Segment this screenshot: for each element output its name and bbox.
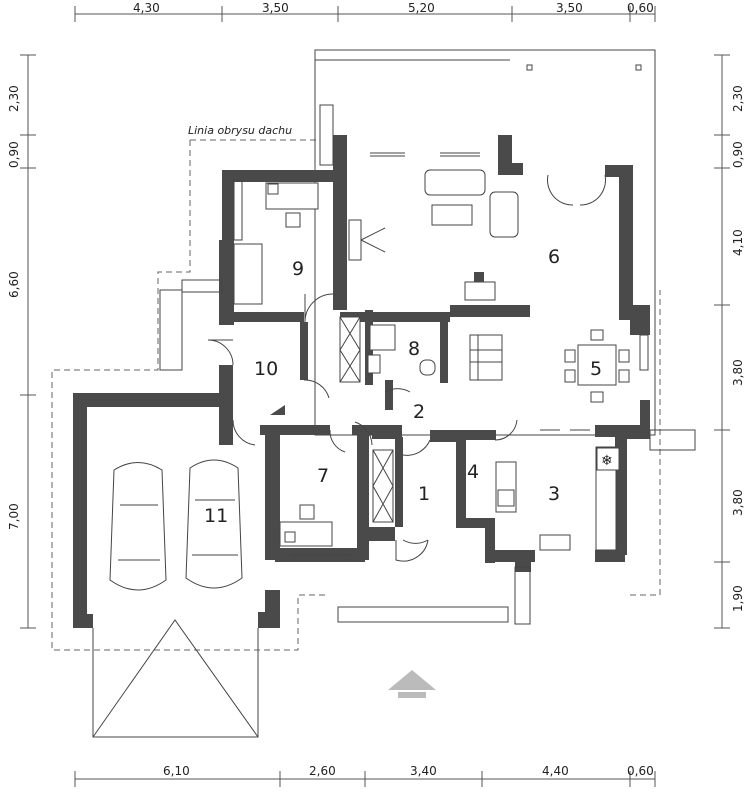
roof-outline <box>51 139 661 651</box>
room-label-6: 6 <box>548 246 560 268</box>
dim-bottom-3: 3,40 <box>410 764 437 778</box>
dim-right-1: 2,30 <box>731 85 745 112</box>
dim-bottom-2: 2,60 <box>309 764 336 778</box>
doors <box>207 174 606 562</box>
dim-top-5: 0,60 <box>627 1 654 15</box>
roof-outline-label: Linia obrysu dachu <box>188 124 292 137</box>
driveway <box>92 619 259 738</box>
dim-right-4: 3,80 <box>731 359 745 386</box>
windows <box>159 104 696 625</box>
snowflake-stove-icon: ❄ <box>596 447 620 471</box>
terrace-column-1 <box>526 64 533 71</box>
room-label-10: 10 <box>254 358 278 380</box>
room-label-5: 5 <box>590 358 602 380</box>
dim-top-1: 4,30 <box>133 1 160 15</box>
svg-text:❄: ❄ <box>601 453 613 469</box>
dim-bottom-4: 4,40 <box>542 764 569 778</box>
car-right <box>185 459 243 589</box>
dim-right-3: 4,10 <box>731 229 745 256</box>
dim-bottom-1: 6,10 <box>163 764 190 778</box>
room-label-4: 4 <box>467 461 479 483</box>
dim-top-2: 3,50 <box>262 1 289 15</box>
dim-left-3: 6,60 <box>7 271 21 298</box>
room-label-9: 9 <box>292 258 304 280</box>
dim-right-5: 3,80 <box>731 489 745 516</box>
room-label-11: 11 <box>204 505 228 527</box>
dim-top-4: 3,50 <box>556 1 583 15</box>
dim-right-6: 1,90 <box>731 585 745 612</box>
dim-left-2: 0,90 <box>7 141 21 168</box>
dim-left-1: 2,30 <box>7 85 21 112</box>
room-label-3: 3 <box>548 483 560 505</box>
entrance-arrow-icon <box>388 670 436 698</box>
walls <box>73 135 650 628</box>
room-label-1: 1 <box>418 483 430 505</box>
dim-bottom-5: 0,60 <box>627 764 654 778</box>
dim-top-3: 5,20 <box>408 1 435 15</box>
terrace-column-2 <box>635 64 642 71</box>
car-left <box>109 462 167 591</box>
dimension-lines <box>20 6 730 787</box>
furniture <box>92 169 630 738</box>
room-label-7: 7 <box>317 465 329 487</box>
dim-right-2: 0,90 <box>731 141 745 168</box>
dim-left-4: 7,00 <box>7 503 21 530</box>
room-label-2: 2 <box>413 401 425 423</box>
room-label-8: 8 <box>408 338 420 360</box>
